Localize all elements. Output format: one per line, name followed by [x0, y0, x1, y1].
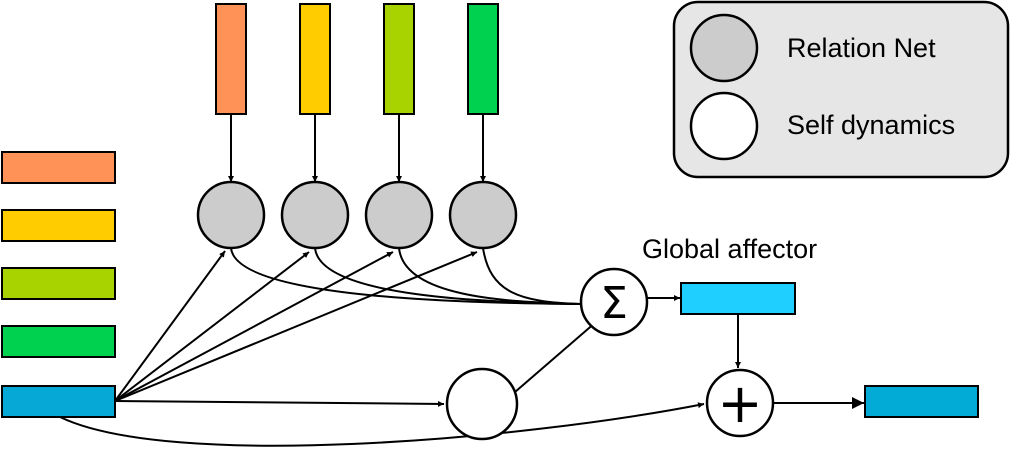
left-bar-yellow	[1, 209, 116, 242]
arrow-icon	[114, 250, 226, 402]
top-bar-yellow	[299, 3, 331, 115]
self-dynamics-node-icon	[689, 91, 759, 161]
top-bar-orange	[215, 3, 247, 115]
arrow-icon	[114, 251, 478, 402]
relation-net-node-icon	[280, 180, 350, 250]
relation-net-node-icon	[689, 13, 759, 83]
legend-self-dynamics-label: Self dynamics	[787, 110, 955, 140]
legend: Relation Net Self dynamics	[672, 0, 1010, 179]
arrow-icon	[114, 251, 310, 402]
left-bar-blue-focus	[1, 385, 116, 418]
legend-relation-net-label: Relation Net	[787, 33, 936, 63]
top-object-bars	[215, 3, 499, 115]
arrow-icon	[59, 402, 705, 447]
sum-node: Σ	[579, 267, 649, 337]
global-affector-label: Global affector	[642, 234, 817, 264]
relation-net-node-icon	[448, 180, 518, 250]
arrow-icon	[114, 400, 445, 407]
self-dynamics-node-icon	[445, 367, 519, 441]
sum-icon	[579, 267, 649, 337]
arrow-icon	[114, 251, 394, 402]
relation-net-node-icon	[196, 180, 266, 250]
sum-symbol: Σ	[600, 278, 628, 329]
left-bar-green	[1, 325, 116, 358]
top-bar-green	[467, 3, 499, 115]
left-object-bars	[1, 151, 116, 418]
left-bar-lime	[1, 267, 116, 300]
relation-net-node-icon	[364, 180, 434, 250]
relation-to-sum-curves	[230, 247, 581, 305]
plus-node: +	[705, 368, 775, 438]
self-to-sum-line	[514, 321, 597, 393]
plus-symbol: +	[717, 372, 762, 435]
relation-net-nodes	[196, 180, 518, 250]
focus-object-arrows	[59, 250, 705, 447]
global-affector-bar	[680, 282, 796, 315]
top-bar-lime	[383, 3, 415, 115]
top-bar-arrows	[228, 114, 486, 182]
left-bar-orange	[1, 151, 116, 184]
output-object-bar	[864, 385, 979, 418]
